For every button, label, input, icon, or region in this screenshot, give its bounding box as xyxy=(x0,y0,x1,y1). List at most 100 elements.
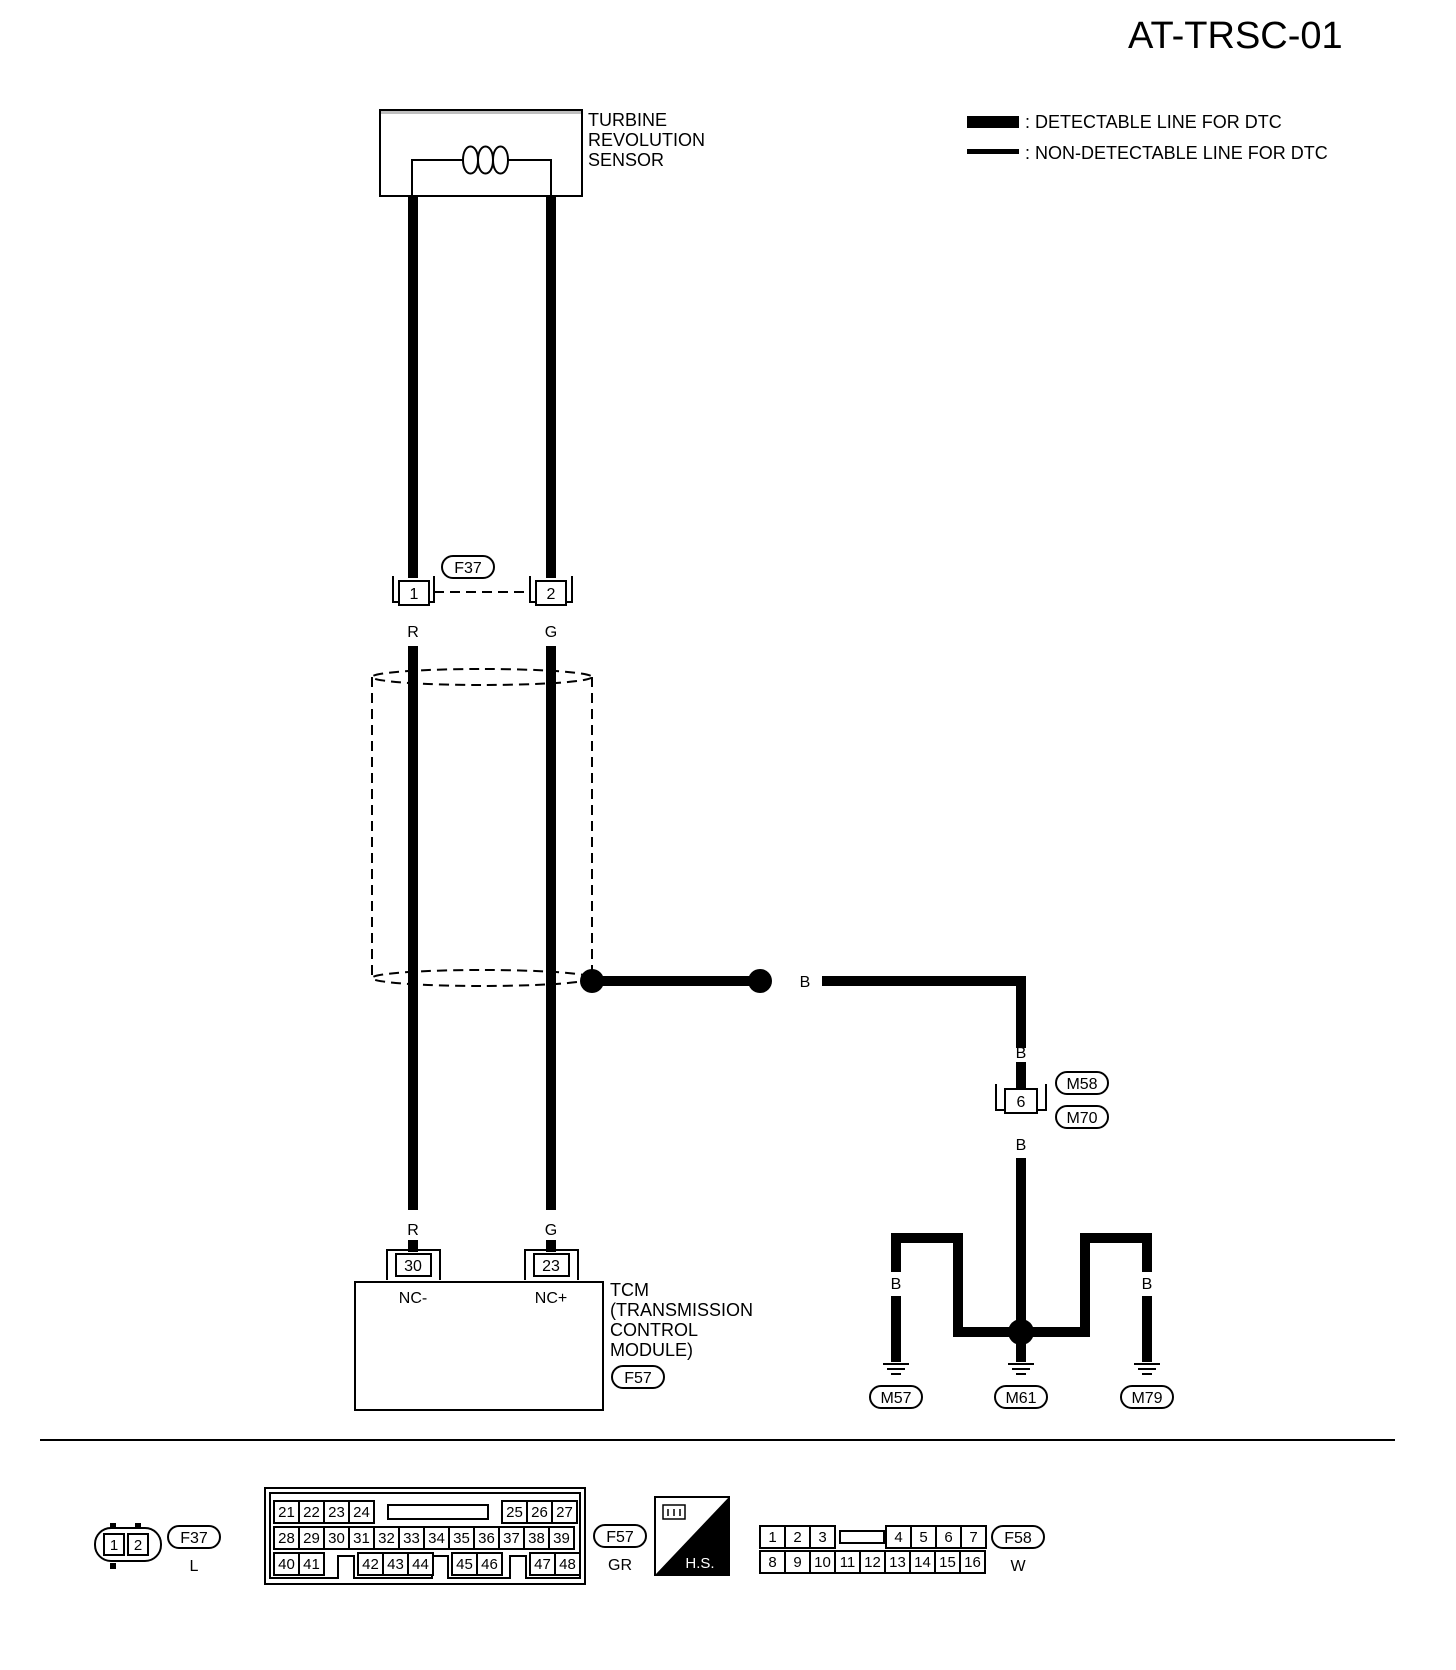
m58-id-badge xyxy=(1055,1071,1109,1095)
f37-pin1-box xyxy=(398,580,430,606)
ground-m57-icon xyxy=(883,1363,909,1375)
f57-pin-27: 27 xyxy=(556,1504,573,1521)
wire-color-r-tcm: R xyxy=(407,1222,419,1239)
f58-face-id: F58 xyxy=(1004,1530,1032,1547)
ground-splice-dot xyxy=(1008,1319,1034,1345)
f57-pin-34: 34 xyxy=(428,1530,445,1547)
tcm-label-4: MODULE) xyxy=(610,1340,693,1360)
ground-m61-icon xyxy=(1008,1363,1034,1375)
connector-mini-icon xyxy=(662,1504,686,1520)
f37-face-pin2-cell xyxy=(127,1533,149,1556)
f57-face-inner xyxy=(269,1492,581,1579)
f57-id-badge xyxy=(611,1365,665,1389)
f57-id-label: F57 xyxy=(624,1370,652,1387)
f57-pin-46: 46 xyxy=(481,1556,498,1573)
f58-face-color: W xyxy=(1010,1558,1026,1575)
f57-pin-28: 28 xyxy=(278,1530,295,1547)
f37-face-latch-bottom xyxy=(110,1563,116,1569)
sensor-box xyxy=(379,109,583,197)
turbine-revolution-sensor: TURBINE REVOLUTION SENSOR xyxy=(379,109,705,197)
f57-pin-47: 47 xyxy=(534,1556,551,1573)
sensor-lead-left xyxy=(411,159,463,196)
f58-pin-3: 3 xyxy=(818,1529,826,1546)
f37-face-pin2: 2 xyxy=(134,1537,142,1554)
f57-pin-37: 37 xyxy=(503,1530,520,1547)
sensor-label-1: TURBINE xyxy=(588,110,667,130)
shield xyxy=(371,668,593,987)
wire-b-to-joint xyxy=(822,976,1026,1048)
f58-pin-4: 4 xyxy=(894,1529,902,1546)
f37-face-pin1: 1 xyxy=(110,1537,118,1554)
f57-pin-46-cell xyxy=(476,1552,503,1576)
sensor-label-2: REVOLUTION xyxy=(588,130,705,150)
bottom-f37-face: 1 2 F37 L xyxy=(94,1523,221,1575)
f57-pin-26: 26 xyxy=(531,1504,548,1521)
wire-color-r-upper: R xyxy=(407,624,419,641)
tcm-pin23-housing xyxy=(524,1249,579,1280)
f58-pin-12: 12 xyxy=(864,1554,881,1571)
wire-ground-right-loop xyxy=(1021,1233,1152,1337)
f57-pin-27-cell xyxy=(551,1500,578,1524)
f37-pin2-box xyxy=(535,580,567,606)
f58-pin-10: 10 xyxy=(814,1554,831,1571)
joint-pin-label: 6 xyxy=(1017,1094,1026,1111)
f57-pin-35: 35 xyxy=(453,1530,470,1547)
sensor-box-top-shade xyxy=(380,110,582,114)
wire-color-b-g5: B xyxy=(1142,1276,1153,1293)
tcm-pin30-housing xyxy=(386,1249,441,1280)
tcm-box xyxy=(354,1281,604,1411)
f37-pin1-label: 1 xyxy=(410,586,419,603)
f37-id-label: F37 xyxy=(454,560,482,577)
m70-id-label: M70 xyxy=(1066,1110,1097,1127)
f58-pin-16-cell xyxy=(959,1550,986,1574)
f58-pin-15: 15 xyxy=(939,1554,956,1571)
f57-pin-21: 21 xyxy=(278,1504,295,1521)
wire-color-b-g1: B xyxy=(891,1276,902,1293)
f57-pin-44: 44 xyxy=(412,1556,429,1573)
m70-id-badge xyxy=(1055,1105,1109,1129)
f58-pin-5: 5 xyxy=(919,1529,927,1546)
f57-pin-24: 24 xyxy=(353,1504,370,1521)
f58-pin-7: 7 xyxy=(969,1529,977,1546)
legend-detectable-swatch xyxy=(967,116,1019,128)
ground-network: B B B B B M57 M61 M79 xyxy=(869,1233,1174,1409)
f58-pin-1: 1 xyxy=(768,1529,776,1546)
f57-pin-24-cell xyxy=(348,1500,375,1524)
m61-id-label: M61 xyxy=(1005,1390,1036,1407)
sensor-label-3: SENSOR xyxy=(588,150,664,170)
wire-color-b-g4: B xyxy=(1080,1276,1091,1293)
f37-pin2-label: 2 xyxy=(547,586,556,603)
shield-bottom-ellipse xyxy=(371,969,593,987)
f58-pin-2: 2 xyxy=(793,1529,801,1546)
sensor-lead-right xyxy=(508,159,552,196)
f58-pin-9: 9 xyxy=(793,1554,801,1571)
f58-face-id-badge xyxy=(991,1525,1045,1549)
m58-id-label: M58 xyxy=(1066,1076,1097,1093)
f58-pin-16: 16 xyxy=(964,1554,981,1571)
f57-face-color: GR xyxy=(608,1557,632,1574)
f37-connector: 1 2 F37 xyxy=(392,555,573,606)
f57-pin-39-cell xyxy=(548,1526,575,1550)
tcm-pin30-box xyxy=(395,1253,432,1277)
f57-pin-32: 32 xyxy=(378,1530,395,1547)
f57-pin-36: 36 xyxy=(478,1530,495,1547)
f57-pin-40: 40 xyxy=(278,1556,295,1573)
f58-key-slot xyxy=(839,1530,885,1544)
tcm: R G 30 23 NC- NC+ TCM (TRANSMISSION CONT… xyxy=(354,1222,753,1411)
f57-pin-22: 22 xyxy=(303,1504,320,1521)
f57-pin-41-cell xyxy=(298,1552,325,1576)
f57-face-id-badge xyxy=(593,1524,647,1548)
ground-m79-icon xyxy=(1134,1363,1160,1375)
f58-pin-6: 6 xyxy=(944,1529,952,1546)
f57-pin-44-cell xyxy=(407,1552,434,1576)
m61-id-badge xyxy=(994,1385,1048,1409)
tcm-label-1: TCM xyxy=(610,1280,649,1300)
f37-face-pin1-cell xyxy=(103,1533,125,1556)
joint-connector: 6 M58 M70 xyxy=(995,1062,1109,1129)
f57-pin-31: 31 xyxy=(353,1530,370,1547)
f57-face-key-slot xyxy=(387,1504,489,1520)
